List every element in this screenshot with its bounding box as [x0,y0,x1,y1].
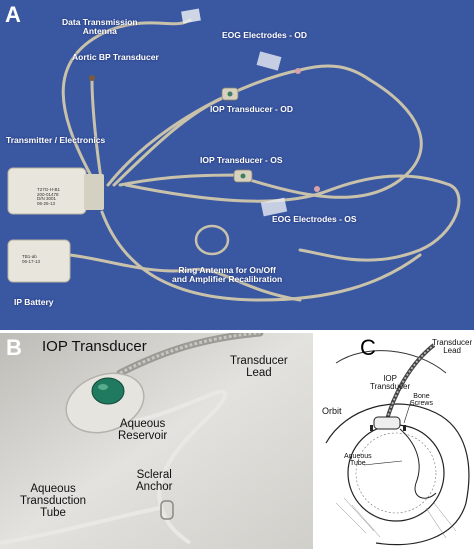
panel-b-letter: B [6,335,22,360]
transducer-lead-braid [385,344,435,424]
scleral-anchor-label: Scleral Anchor [136,469,173,494]
aortic-bp-cable [90,78,104,187]
panel-a-letter: A [5,2,21,27]
transducer-lead-braid [119,333,261,375]
aqueous-tube-lower [0,506,161,545]
panel-c-anatomical-drawing: C Transducer Lead IOP Transducer Bone Sc… [316,333,474,549]
aqueous-reservoir-label: Aqueous Reservoir [118,418,168,443]
panel-a-telemetry-system-photo: T27G-H-B1 200-01478 D/N 3001 06-25-13 TB… [0,0,474,330]
panel-c-letter: C [360,335,376,360]
tape-strip [181,8,201,24]
aqueous-tube-drawing [399,428,437,499]
eye-inner [355,432,437,514]
iop-transducer-label-c: IOP Transducer [370,374,411,392]
iop-transducer-od-label: IOP Transducer - OD [210,104,293,114]
telemetry-system-illustration [7,8,461,302]
photo-background [0,333,313,549]
transducer-lead-label-c: Transducer Lead [432,338,473,356]
ring-antenna [194,224,230,256]
iop-os-cable [118,173,247,187]
bone-screw [403,425,406,431]
iop-transducer-drawing [373,416,401,430]
sensor-highlight [98,384,108,390]
bone-screw [370,425,373,431]
bone-screws-leader [403,400,412,424]
transmitter-device-text: T27G-H-B1 200-01478 D/N 3001 06-25-13 [37,187,61,207]
data-transmission-antenna-label: Data Transmission Antenna [62,17,138,36]
transmitter-connector [84,174,104,210]
iop-transducer-os-sensor [240,173,246,179]
orbit-label: Orbit [322,406,342,416]
eog-os-bead [314,186,320,192]
battery-cable [68,253,302,302]
eog-electrodes-os-label: EOG Electrodes - OS [272,214,357,224]
ring-antenna-label: Ring Antenna for On/Off and Amplifier Re… [172,265,283,284]
iop-transducer-closeup [0,333,313,549]
iop-transducer-od-sensor [227,91,233,97]
eog-os-cable [124,174,461,262]
iop-transducer-os-label: IOP Transducer - OS [200,155,283,165]
panel-b-iop-transducer-photo: B IOP Transducer Transducer Lead Aqueous… [0,333,313,549]
cable-bundle [61,18,461,302]
lower-cable [100,210,422,302]
transducer-lead-label: Transducer Lead [230,355,288,380]
bone-screws-label: Bone Screws [410,393,433,408]
aqueous-tube-leader [363,460,403,466]
transducer-sensor-capsule [91,377,125,405]
orbit-bone-curve [335,350,447,374]
muscle-hatching [335,497,457,539]
battery-body [7,239,71,283]
orbit-outline [325,403,470,546]
eog-od-bead [295,68,301,74]
ip-battery-label: IP Battery [14,297,54,307]
eog-electrodes-od-label: EOG Electrodes - OD [222,30,308,40]
scleral-anchor [160,500,174,520]
aqueous-tube [84,389,228,545]
tape-strip [260,197,288,217]
eye-globe [347,424,445,522]
tape-strip [256,51,282,71]
battery-device-text: TB1-ab 06-17-13 [22,254,41,264]
aortic-bp-transducer-tip [89,75,95,81]
orbit-implant-drawing [325,343,470,546]
aqueous-transduction-tube-label: Aqueous Transduction Tube [20,483,87,520]
aortic-bp-transducer-label: Aortic BP Transducer [72,52,159,62]
iop-transducer-title: IOP Transducer [42,338,147,355]
transmitter-electronics-label: Transmitter / Electronics [6,135,106,145]
aqueous-tube-label-c: Aqueous Tube [344,453,372,468]
iop-od-cable [112,93,232,187]
data-antenna-cable [61,18,192,187]
